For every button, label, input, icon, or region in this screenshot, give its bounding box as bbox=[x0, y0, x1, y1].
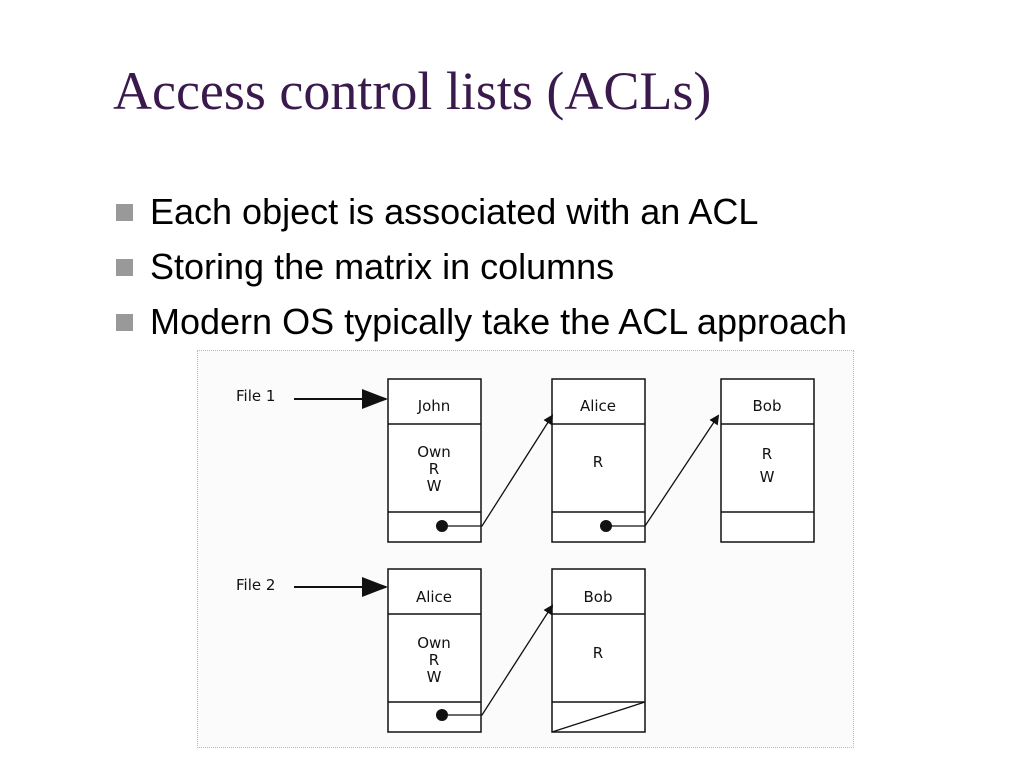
acl-right: Own bbox=[417, 443, 451, 461]
pointer-arrow bbox=[448, 414, 554, 527]
bullet-text: Modern OS typically take the ACL approac… bbox=[150, 300, 848, 342]
acl-right: W bbox=[427, 668, 442, 686]
file1-label: File 1 bbox=[236, 387, 275, 405]
acl-right: W bbox=[760, 468, 775, 486]
bullet-item: Modern OS typically take the ACL approac… bbox=[116, 294, 847, 349]
bullet-text: Storing the matrix in columns bbox=[150, 245, 615, 287]
acl-right: R bbox=[429, 460, 439, 478]
acl-user: Alice bbox=[580, 397, 616, 415]
square-bullet-icon bbox=[116, 259, 133, 276]
acl-entry-alice: Alice R bbox=[551, 378, 646, 543]
acl-entry-alice-file2: Alice Own R W bbox=[387, 568, 482, 733]
acl-entry-bob-file2: Bob R bbox=[551, 568, 646, 733]
acl-user: Alice bbox=[416, 588, 452, 606]
bullet-item: Storing the matrix in columns bbox=[116, 239, 847, 294]
square-bullet-icon bbox=[116, 314, 133, 331]
acl-diagram: File 1 File 2 John Own R W Alice R bbox=[197, 350, 854, 748]
pointer-arrow bbox=[448, 604, 554, 716]
null-pointer-slash bbox=[551, 701, 646, 733]
bullet-list: Each object is associated with an ACL St… bbox=[116, 184, 847, 349]
slide-title: Access control lists (ACLs) bbox=[113, 61, 712, 121]
acl-entry-john: John Own R W bbox=[387, 378, 482, 543]
acl-right: Own bbox=[417, 634, 451, 652]
acl-diagram-canvas: File 1 File 2 John Own R W Alice R bbox=[236, 378, 815, 733]
acl-user: Bob bbox=[753, 397, 782, 415]
acl-user: Bob bbox=[584, 588, 613, 606]
acl-right: R bbox=[429, 651, 439, 669]
file2-label: File 2 bbox=[236, 576, 275, 594]
acl-right: R bbox=[593, 644, 603, 662]
acl-right: R bbox=[593, 453, 603, 471]
square-bullet-icon bbox=[116, 204, 133, 221]
bullet-item: Each object is associated with an ACL bbox=[116, 184, 847, 239]
acl-entry-bob: Bob R W bbox=[720, 378, 815, 543]
acl-right: R bbox=[762, 445, 772, 463]
pointer-arrow bbox=[612, 414, 720, 527]
pointer-dot bbox=[436, 709, 448, 721]
acl-right: W bbox=[427, 477, 442, 495]
acl-user: John bbox=[417, 397, 451, 415]
pointer-dot bbox=[600, 520, 612, 532]
pointer-dot bbox=[436, 520, 448, 532]
bullet-text: Each object is associated with an ACL bbox=[150, 190, 759, 232]
